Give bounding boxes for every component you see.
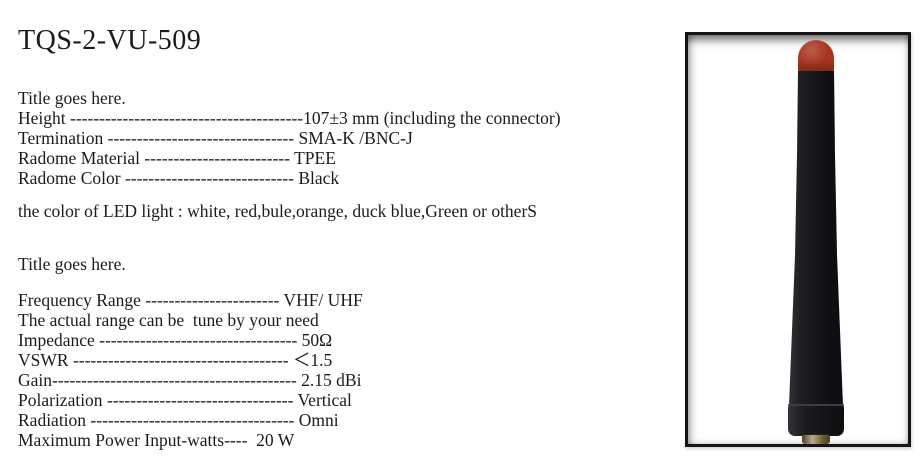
spec-dashes: -------------------------------- [107, 128, 295, 148]
led-color-note: the color of LED light : white, red,bule… [18, 201, 538, 221]
spec-dashes: ----------------------------------------… [52, 370, 297, 390]
spec-value: ＜1.5 [288, 350, 333, 370]
spec-line: Maximum Power Input-watts---- 20 W [18, 430, 670, 450]
spec-dashes: ---------------------------------------- [70, 108, 304, 128]
spec-line: The actual range can be tune by your nee… [18, 310, 670, 330]
spec-dashes: ------------------------------------- [72, 350, 289, 370]
product-title: TQS-2-VU-509 [18, 25, 202, 56]
spec-dashes: ----------------------------------- [90, 410, 295, 430]
section-heading: Title goes here. [18, 88, 126, 108]
spec-dashes: ------------------------- [144, 148, 291, 168]
antenna-connector [802, 434, 830, 444]
spec-dashes: ----------------------- [145, 290, 280, 310]
antenna-body [789, 71, 843, 406]
spec-line: Radome Material ------------------------… [18, 148, 670, 168]
spec-label: Gain [18, 370, 53, 390]
spec-label: Maximum Power Input-watts [18, 430, 225, 450]
spec-label: Polarization [18, 390, 107, 410]
spec-label: Termination [18, 128, 108, 148]
spec-line: Frequency Range ----------------------- … [18, 290, 670, 310]
spec-value: Vertical [293, 390, 352, 410]
spec-value: 2.15 dBi [296, 370, 362, 390]
antenna-tip [798, 40, 834, 74]
spec-value: Omni [294, 410, 339, 430]
spec-line: Radiation ------------------------------… [18, 410, 670, 430]
spec-line: Impedance ------------------------------… [18, 330, 670, 350]
spec-rows: Frequency Range ----------------------- … [18, 290, 670, 450]
spec-label: Radiation [18, 410, 91, 430]
spec-value: 20 W [247, 430, 295, 450]
spec-section-1: Title goes here. Height ----------------… [18, 88, 670, 188]
spec-value: VHF/ UHF [279, 290, 363, 310]
spec-value: SMA-K /BNC-J [294, 128, 413, 148]
spec-label: Radome Material [18, 148, 145, 168]
spec-label: Frequency Range [18, 290, 146, 310]
spec-section-2: Title goes here. Frequency Range -------… [18, 254, 670, 450]
spec-label: Impedance [18, 330, 100, 350]
spec-label: Height [18, 108, 71, 128]
spec-label: Radome Color [18, 168, 125, 188]
spec-line: VSWR -----------------------------------… [18, 350, 670, 370]
spec-value: Black [293, 168, 340, 188]
spec-line: Gain------------------------------------… [18, 370, 670, 390]
spec-line: Height ---------------------------------… [18, 108, 670, 128]
spec-rows: Height ---------------------------------… [18, 108, 670, 188]
spec-dashes: ---- [224, 430, 248, 450]
spec-line: Polarization ---------------------------… [18, 390, 670, 410]
spec-label: The actual range can be tune by your nee… [18, 310, 319, 330]
spec-dashes: ---------------------------------- [99, 330, 298, 350]
spec-line: Radome Color ---------------------------… [18, 168, 670, 188]
spec-dashes: ----------------------------- [124, 168, 294, 188]
spec-value: 50Ω [297, 330, 333, 350]
antenna-base [788, 404, 844, 436]
spec-line: Termination ----------------------------… [18, 128, 670, 148]
base-groove-line [788, 404, 844, 406]
spec-label: VSWR [18, 350, 73, 370]
spec-value: 107±3 mm (including the connector) [303, 108, 561, 128]
spec-sheet: TQS-2-VU-509 Title goes here. Height ---… [18, 24, 670, 450]
section-heading: Title goes here. [18, 254, 126, 274]
antenna-photo [685, 32, 911, 447]
spec-dashes: -------------------------------- [106, 390, 294, 410]
spec-value: TPEE [290, 148, 336, 168]
